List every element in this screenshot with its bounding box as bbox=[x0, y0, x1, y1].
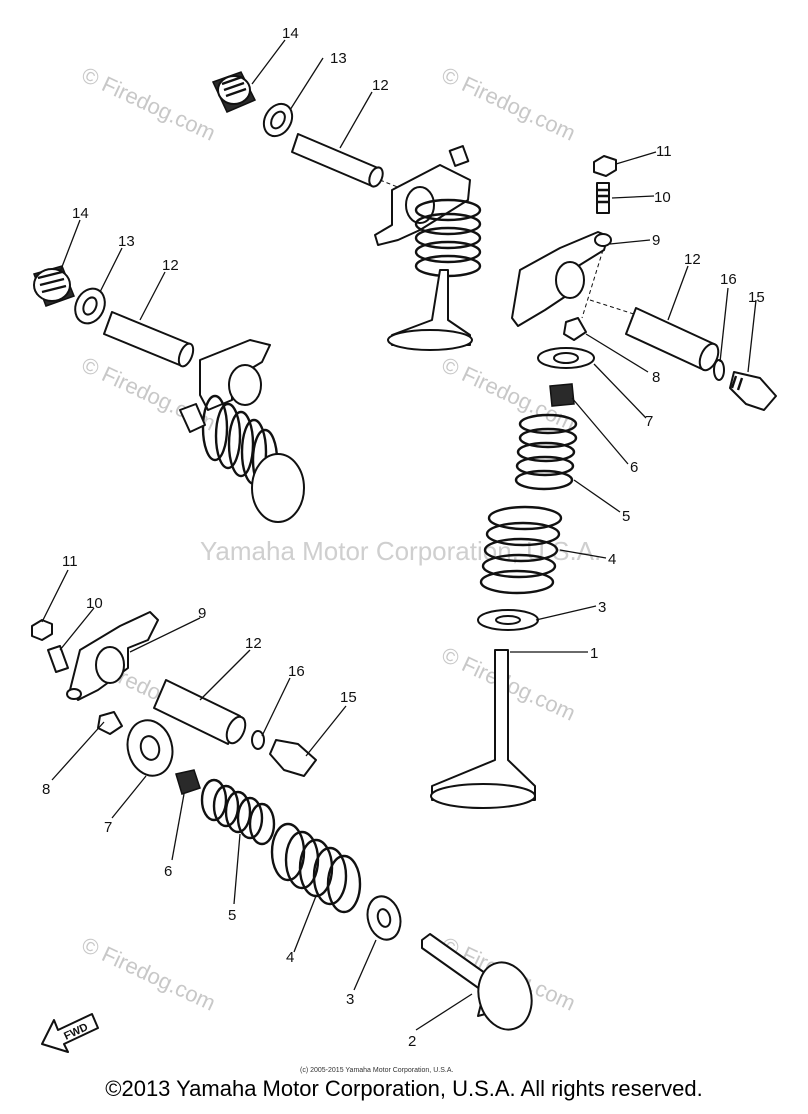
spring-inner-5-right bbox=[514, 413, 578, 491]
valve-1-right bbox=[430, 649, 536, 809]
callout-11: 11 bbox=[62, 553, 78, 570]
callout-13: 13 bbox=[330, 50, 347, 67]
spring-inner-5-lower bbox=[200, 778, 276, 846]
callout-3: 3 bbox=[346, 991, 354, 1008]
washer-13-left bbox=[74, 287, 106, 325]
callout-7: 7 bbox=[645, 413, 653, 430]
callout-15: 15 bbox=[340, 689, 357, 706]
rocker-arm-left bbox=[199, 339, 271, 411]
callout-13: 13 bbox=[118, 233, 135, 250]
oring-16-right bbox=[713, 359, 725, 381]
callout-14: 14 bbox=[282, 25, 299, 42]
callout-15: 15 bbox=[748, 289, 765, 306]
callout-11: 11 bbox=[656, 143, 672, 160]
plug-15-right bbox=[729, 371, 777, 411]
adjuster-10-lower bbox=[47, 645, 69, 673]
callout-12: 12 bbox=[245, 635, 262, 652]
callout-3: 3 bbox=[598, 599, 606, 616]
fwd-label: FWD bbox=[62, 1021, 90, 1042]
callout-12: 12 bbox=[684, 251, 701, 268]
callout-12: 12 bbox=[162, 257, 179, 274]
callout-6: 6 bbox=[630, 459, 638, 476]
upper-rocker-assembly bbox=[211, 71, 482, 351]
seat-3-lower bbox=[366, 895, 402, 941]
shaft-12-top bbox=[291, 133, 384, 188]
plug-14-top bbox=[211, 71, 257, 113]
shaft-12-lower bbox=[153, 679, 247, 745]
left-middle-assembly bbox=[33, 265, 305, 523]
callout-8: 8 bbox=[42, 781, 50, 798]
lower-left-assembly bbox=[31, 611, 533, 1031]
callout-7: 7 bbox=[104, 819, 112, 836]
callout-9: 9 bbox=[652, 232, 660, 249]
fwd-direction-arrow: FWD bbox=[41, 1013, 99, 1053]
callout-1: 1 bbox=[590, 645, 598, 662]
nut-11-lower bbox=[31, 619, 53, 641]
shaft-12-left bbox=[103, 311, 195, 368]
copyright-notice: ©2013 Yamaha Motor Corporation, U.S.A. A… bbox=[105, 1076, 703, 1101]
valve-top bbox=[387, 269, 473, 351]
callout-10: 10 bbox=[654, 189, 671, 206]
plug-15-lower bbox=[269, 739, 317, 777]
valve-left bbox=[179, 403, 305, 523]
shaft-12-right bbox=[625, 307, 720, 372]
callout-5: 5 bbox=[228, 907, 236, 924]
callout-6: 6 bbox=[164, 863, 172, 880]
watermark-text: © Firedog.com bbox=[438, 62, 580, 146]
callout-9: 9 bbox=[198, 605, 206, 622]
callout-labels: 14 13 12 14 13 12 11 10 9 12 16 15 8 7 6… bbox=[42, 25, 765, 1050]
seal-6-lower bbox=[175, 769, 201, 795]
callout-4: 4 bbox=[608, 551, 616, 568]
callout-10: 10 bbox=[86, 595, 103, 612]
oring-16-lower bbox=[251, 730, 265, 750]
callout-16: 16 bbox=[720, 271, 737, 288]
retainer-7-lower bbox=[126, 719, 174, 777]
watermark-text: © Firedog.com bbox=[78, 62, 220, 146]
callout-4: 4 bbox=[286, 949, 294, 966]
callout-5: 5 bbox=[622, 508, 630, 525]
callout-14: 14 bbox=[72, 205, 89, 222]
adjuster-10-right bbox=[596, 182, 610, 214]
adjuster-nut-8-lower bbox=[97, 711, 123, 735]
watermark-text: © Firedog.com bbox=[78, 932, 220, 1016]
seal-6-right bbox=[549, 383, 575, 407]
spring-outer-4-right bbox=[479, 505, 563, 595]
adjuster-nut-8-right bbox=[563, 317, 587, 341]
rocker-arm-9-right bbox=[511, 231, 612, 327]
small-credit-text: (c) 2005-2015 Yamaha Motor Corporation, … bbox=[300, 1067, 453, 1074]
plug-14-left bbox=[33, 265, 75, 307]
right-column-assembly bbox=[430, 155, 777, 809]
leader-lines bbox=[41, 39, 757, 1031]
callout-12: 12 bbox=[372, 77, 389, 94]
nut-11-right bbox=[593, 155, 617, 177]
callout-2: 2 bbox=[408, 1033, 416, 1050]
callout-8: 8 bbox=[652, 369, 660, 386]
seat-3-right bbox=[477, 609, 539, 631]
spring-outer-4-lower bbox=[270, 822, 362, 914]
retainer-7-right bbox=[537, 347, 595, 369]
valve-2-lower bbox=[421, 933, 533, 1031]
rocker-arm-9-lower bbox=[66, 611, 159, 701]
washer-13-top bbox=[262, 102, 294, 138]
callout-16: 16 bbox=[288, 663, 305, 680]
